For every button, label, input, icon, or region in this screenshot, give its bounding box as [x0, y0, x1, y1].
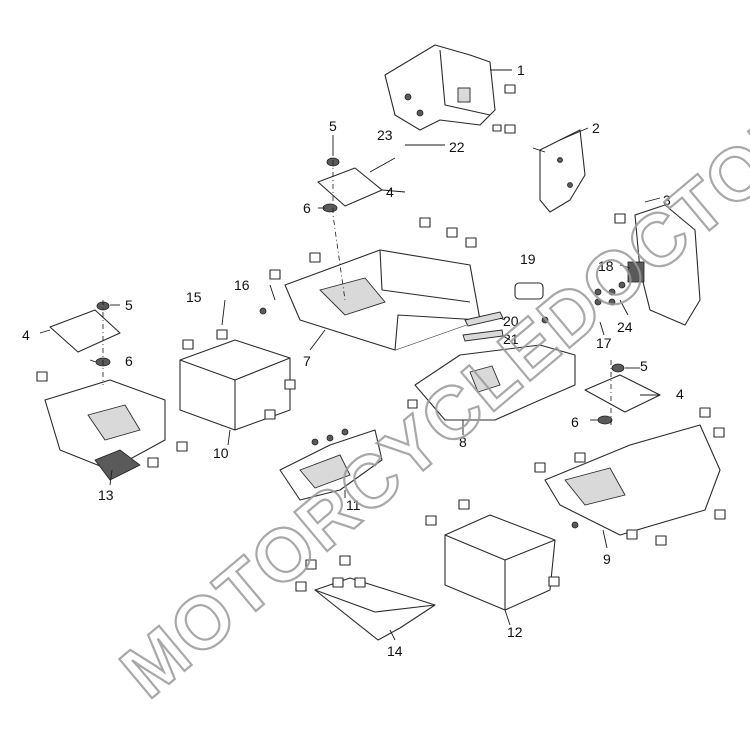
part-20-21-links: [462, 311, 549, 342]
part-4-cover-plate-upper: [317, 157, 396, 213]
part-14-lower-tray: [295, 555, 436, 641]
callout-5b: 5: [125, 297, 133, 313]
callout-2: 2: [592, 120, 600, 136]
callout-12: 12: [507, 624, 523, 640]
callout-21: 21: [503, 331, 519, 347]
part-7-central-floor: [259, 217, 481, 351]
part-2-side-plate: [532, 129, 586, 213]
callout-4a: 4: [386, 184, 394, 200]
callout-6c: 6: [571, 414, 579, 430]
callout-19: 19: [520, 251, 536, 267]
callout-15: 15: [186, 289, 202, 305]
callout-4c: 4: [676, 386, 684, 402]
part-11-center-pan: [279, 428, 383, 501]
part-13-left-tray: [36, 371, 188, 481]
callout-8: 8: [459, 434, 467, 450]
callout-4b: 4: [22, 327, 30, 343]
part-4-cover-plate-left: [49, 301, 121, 367]
callout-17: 17: [596, 335, 612, 351]
callout-18: 18: [598, 258, 614, 274]
callout-9: 9: [603, 551, 611, 567]
callout-10: 10: [213, 445, 229, 461]
callout-5c: 5: [640, 358, 648, 374]
callout-22: 22: [449, 139, 465, 155]
part-10-left-box: [179, 329, 296, 431]
callout-1: 1: [517, 62, 525, 78]
callout-6b: 6: [125, 353, 133, 369]
leader-lines: [39, 69, 661, 641]
callout-14: 14: [387, 643, 403, 659]
alignment-lines: [102, 160, 612, 425]
callout-6a: 6: [303, 200, 311, 216]
callout-24: 24: [617, 319, 633, 335]
callout-3: 3: [663, 192, 671, 208]
part-1-upper-bracket: [384, 44, 516, 134]
callout-23: 23: [377, 127, 393, 143]
callout-13: 13: [98, 487, 114, 503]
callout-11: 11: [346, 497, 361, 513]
callout-16: 16: [234, 277, 250, 293]
part-4-cover-plate-right: [584, 363, 661, 425]
part-3-right-panel: [594, 204, 701, 326]
part-8-frame-support: [407, 344, 576, 421]
callout-5a: 5: [329, 118, 337, 134]
part-12-lower-box: [425, 499, 560, 611]
callout-20: 20: [503, 313, 519, 329]
part-19-pad: [514, 282, 544, 300]
part-9-right-floor: [534, 407, 726, 546]
callout-labels: 1 2 3 4 5 6 7 8 9 10 11 12 13 14 15 16 1…: [22, 62, 684, 659]
callout-7: 7: [303, 353, 311, 369]
